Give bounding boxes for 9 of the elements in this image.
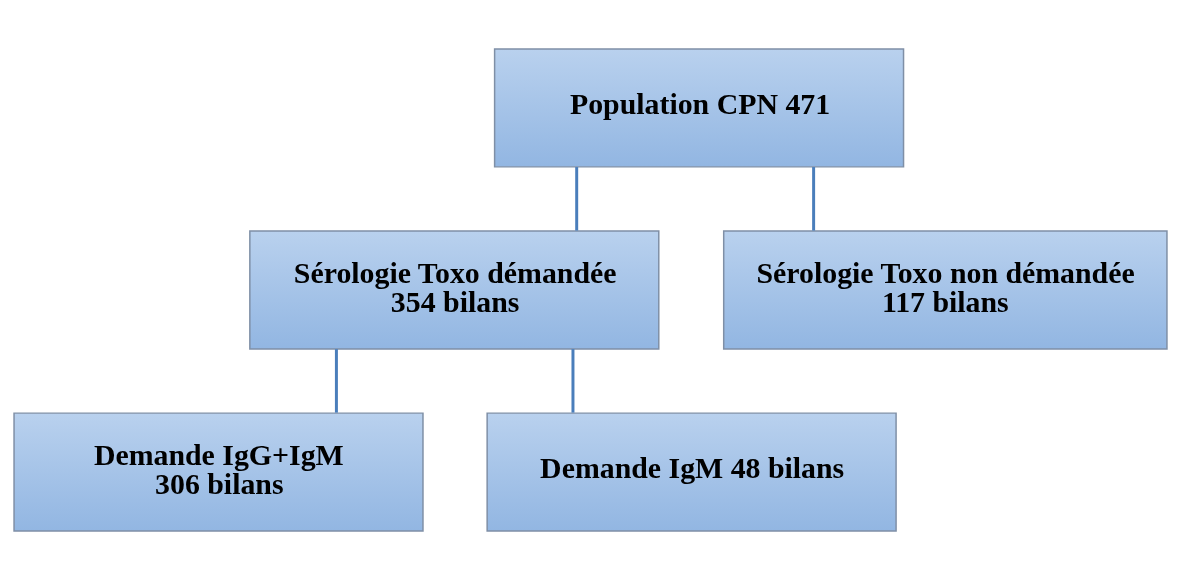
node-box: Sérologie Toxo non démandée 117 bilans <box>722 229 1168 350</box>
connector <box>334 348 338 413</box>
node-box: Demande IgG+IgM 306 bilans <box>13 411 424 532</box>
node-box: Sérologie Toxo démandée 354 bilans <box>249 229 660 350</box>
node-box: Population CPN 471 <box>493 47 905 168</box>
node-box: Demande IgM 48 bilans <box>486 411 897 532</box>
connector <box>812 166 816 231</box>
connector <box>571 348 575 413</box>
connector <box>575 166 579 231</box>
